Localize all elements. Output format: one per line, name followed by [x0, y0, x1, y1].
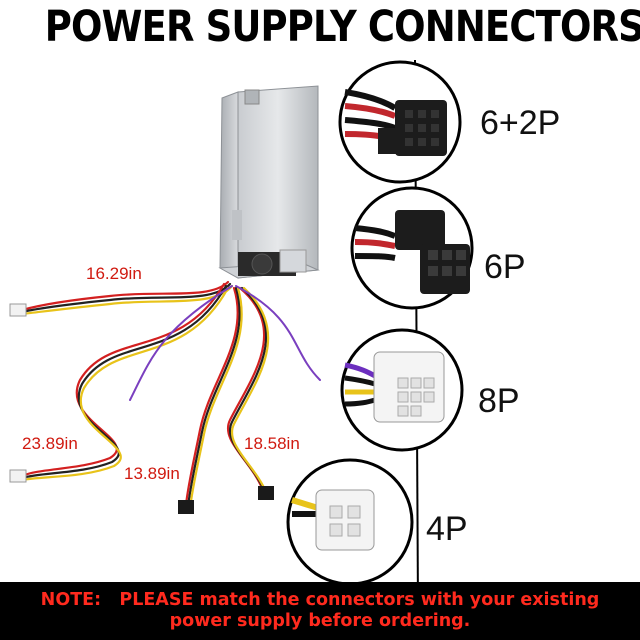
- connector-label-8p: 8P: [478, 382, 520, 420]
- note-prefix: NOTE:: [40, 590, 102, 610]
- note-banner: NOTE: PLEASE match the connectors with y…: [0, 582, 640, 640]
- connector-label-4p: 4P: [426, 510, 468, 548]
- note-line1: PLEASE match the connectors with your ex…: [119, 590, 600, 610]
- cable-length-label: 13.89in: [124, 464, 180, 483]
- cable-length-label: 18.58in: [244, 434, 300, 453]
- connector-4p-photo: [286, 458, 414, 586]
- connector-6plus2p-photo: [338, 60, 462, 184]
- note-line2: power supply before ordering.: [169, 611, 471, 631]
- connector-label-6p: 6P: [484, 248, 526, 286]
- page-title: POWER SUPPLY CONNECTORS: [44, 2, 640, 52]
- psu-unit: [218, 85, 320, 279]
- connector-8p-photo: [340, 328, 464, 452]
- cable-length-label: 16.29in: [86, 264, 142, 283]
- note-text: NOTE: PLEASE match the connectors with y…: [0, 590, 640, 632]
- cable-length-label: 23.89in: [22, 434, 78, 453]
- connector-6p-photo: [350, 186, 474, 310]
- cable-bundle: [20, 280, 321, 511]
- connector-label-6plus2p: 6+2P: [480, 104, 561, 142]
- cable-end-connectors: [9, 303, 274, 514]
